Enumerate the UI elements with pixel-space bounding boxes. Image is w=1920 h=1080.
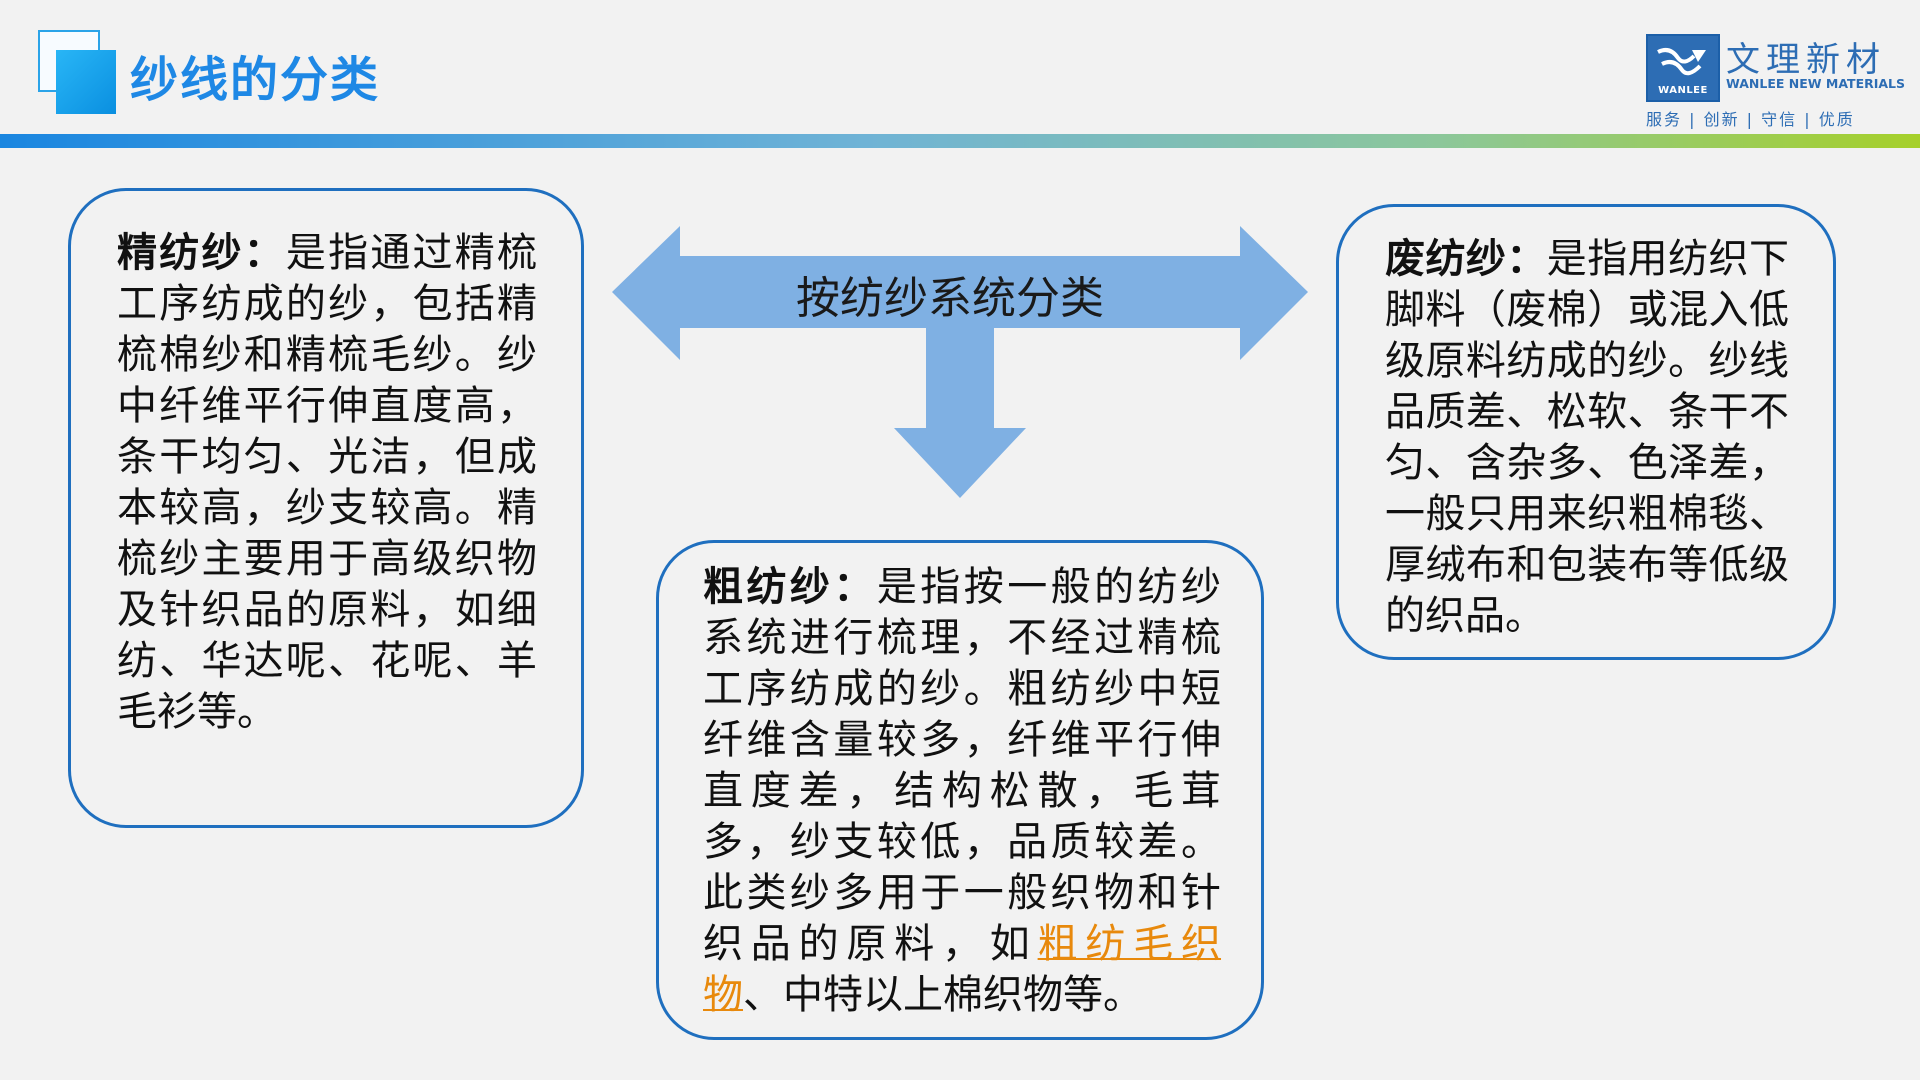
worsted-yarn-box: 精纺纱：是指通过精梳工序纺成的纱，包括精梳棉纱和精梳毛纱。纱中纤维平行伸直度高，… (68, 188, 584, 828)
title-decoration-filled-square (56, 50, 116, 114)
three-way-arrow-shape (612, 226, 1308, 498)
page-title: 纱线的分类 (130, 52, 381, 108)
waste-yarn-text: 是指用纺织下脚料（废棉）或混入低级原料纺成的纱。纱线品质差、松软、条干不匀、含杂… (1385, 236, 1790, 639)
waste-yarn-term: 废纺纱： (1385, 235, 1547, 282)
waste-yarn-box: 废纺纱：是指用纺织下脚料（废棉）或混入低级原料纺成的纱。纱线品质差、松软、条干不… (1336, 204, 1836, 660)
wanlee-logo-icon: WANLEE (1646, 34, 1720, 102)
carded-yarn-text-before: 是指按一般的纺纱系统进行梳理，不经过精梳工序纺成的纱。粗纺纱中短纤维含量较多，纤… (703, 564, 1222, 967)
worsted-yarn-description: 精纺纱：是指通过精梳工序纺成的纱，包括精梳棉纱和精梳毛纱。纱中纤维平行伸直度高，… (117, 227, 537, 738)
waste-yarn-description: 废纺纱：是指用纺织下脚料（废棉）或混入低级原料纺成的纱。纱线品质差、松软、条干不… (1385, 233, 1789, 642)
woolen-fabric-link[interactable]: 粗纺毛织物 (703, 921, 1222, 1018)
classification-label: 按纺纱系统分类 (796, 273, 1104, 324)
carded-yarn-description: 粗纺纱：是指按一般的纺纱系统进行梳理，不经过精梳工序纺成的纱。粗纺纱中短纤维含量… (703, 561, 1221, 1021)
logo-name-en: WANLEE NEW MATERIALS (1726, 76, 1906, 91)
carded-yarn-box: 粗纺纱：是指按一般的纺纱系统进行梳理，不经过精梳工序纺成的纱。粗纺纱中短纤维含量… (656, 540, 1264, 1040)
carded-yarn-term: 粗纺纱： (703, 563, 877, 610)
logo-name-cn: 文理新材 (1726, 40, 1886, 80)
worsted-yarn-term: 精纺纱： (117, 229, 286, 276)
worsted-yarn-text: 是指通过精梳工序纺成的纱，包括精梳棉纱和精梳毛纱。纱中纤维平行伸直度高，条干均匀… (117, 230, 538, 735)
header-gradient-bar (0, 134, 1920, 148)
logo-slogan: 服务 | 创新 | 守信 | 优质 (1646, 110, 1855, 129)
company-logo: WANLEE 文理新材 WANLEE NEW MATERIALS 服务 | 创新… (1646, 32, 1905, 132)
carded-yarn-text-after: 、中特以上棉织物等。 (743, 972, 1143, 1018)
logo-mark-text: WANLEE (1658, 85, 1708, 96)
